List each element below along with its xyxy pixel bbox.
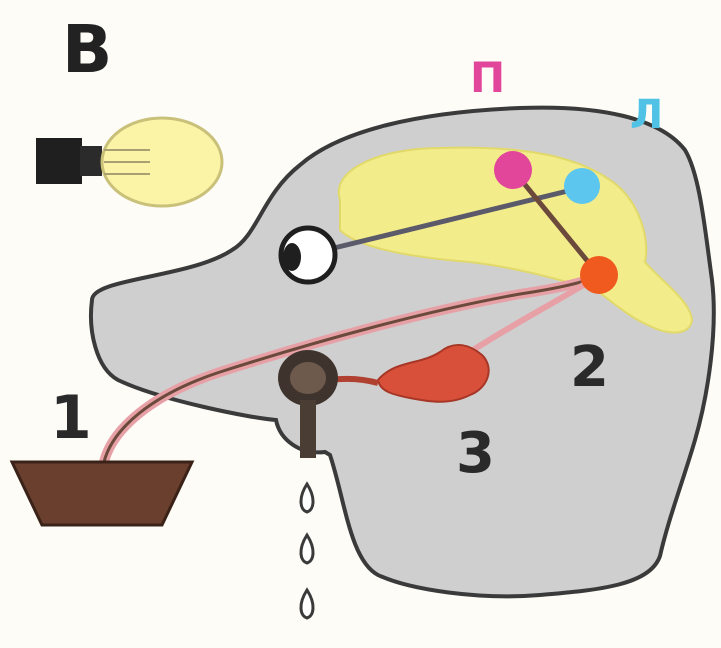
- panel-letter: В: [62, 11, 112, 88]
- label-cortex-right: Л: [630, 92, 663, 138]
- salivation-center-node: [580, 256, 618, 294]
- eye-icon: [281, 228, 335, 282]
- saliva-drop-icon: [301, 484, 313, 618]
- label-salivary-gland: 3: [456, 421, 495, 486]
- visual-center-node: [564, 168, 600, 204]
- label-brain-center: 2: [570, 335, 609, 400]
- bulb-socket: [36, 138, 82, 184]
- light-bulb-icon: [36, 118, 222, 206]
- food-center-node: [494, 151, 532, 189]
- food-bowl: [12, 462, 192, 525]
- label-food-bowl: 1: [50, 383, 92, 453]
- bulb-neck: [80, 146, 102, 176]
- label-cortex-left: П: [470, 53, 505, 102]
